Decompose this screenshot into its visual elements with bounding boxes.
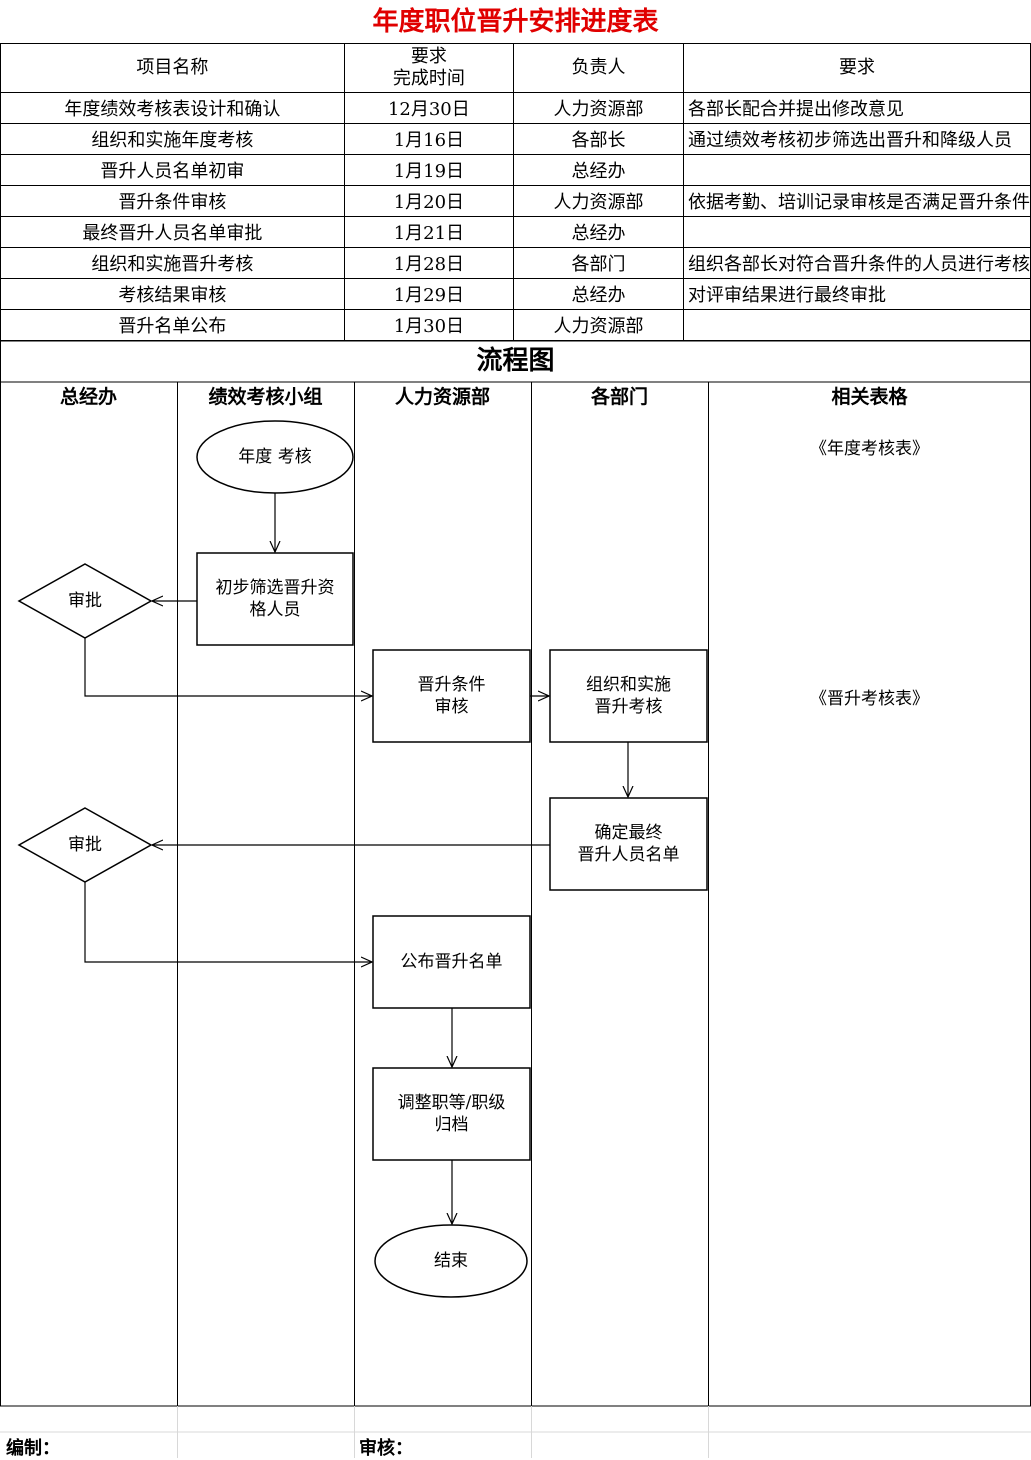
- screen-node-line2: 格人员: [249, 600, 301, 620]
- schedule-table: 项目名称 要求 完成时间 负责人 要求 年度绩效考核表设计和确认 12月30日 …: [0, 43, 1031, 341]
- table-row: 组织和实施年度考核 1月16日 各部长 通过绩效考核初步筛选出晋升和降级人员: [0, 123, 1031, 155]
- approve1-label: 审批: [68, 591, 102, 611]
- cell-owner: 人力资源部: [513, 92, 684, 124]
- cell-time: 1月21日: [343, 216, 515, 248]
- start-node-label: 年度 考核: [238, 447, 312, 467]
- cell-requirement: 对评审结果进行最终审批: [682, 278, 1031, 310]
- assess-node-line1: 组织和实施: [586, 675, 671, 695]
- adjust-node-line2: 归档: [434, 1115, 469, 1135]
- header-time: 要求 完成时间: [343, 43, 515, 93]
- screen-node-line1: 初步筛选晋升资: [215, 578, 335, 598]
- reviewed-by-label: 审核：: [359, 1438, 413, 1459]
- cell-time: 1月20日: [343, 185, 515, 217]
- confirm-node-line1: 确定最终: [594, 823, 663, 843]
- assess-node-line2: 晋升考核: [594, 697, 663, 717]
- arrow-approve2-to-publish: [84, 882, 372, 962]
- cell-project: 年度绩效考核表设计和确认: [0, 92, 345, 124]
- end-node-label: 结束: [434, 1251, 468, 1271]
- cell-time: 1月30日: [343, 309, 515, 341]
- cell-time: 1月29日: [343, 278, 515, 310]
- cell-owner: 人力资源部: [513, 309, 684, 341]
- header-time-line1: 要求: [410, 46, 447, 67]
- form-annual-review: 《年度考核表》: [810, 439, 929, 459]
- cell-requirement: [682, 309, 1031, 341]
- publish-box: [372, 915, 531, 1009]
- cell-owner: 总经办: [513, 216, 684, 248]
- table-row: 最终晋升人员名单审批 1月21日 总经办: [0, 216, 1031, 248]
- lane-header-departments: 各部门: [590, 386, 648, 408]
- condition-node-line2: 审核: [434, 697, 469, 717]
- cell-owner: 总经办: [513, 154, 684, 186]
- header-project: 项目名称: [0, 43, 345, 93]
- cell-time: 1月28日: [343, 247, 515, 279]
- cell-time: 12月30日: [343, 92, 515, 124]
- condition-node-label: 晋升条件 审核: [373, 650, 530, 742]
- table-row: 晋升名单公布 1月30日 人力资源部: [0, 309, 1031, 341]
- cell-requirement: 通过绩效考核初步筛选出晋升和降级人员: [682, 123, 1031, 155]
- adjust-node-line1: 调整职等/职级: [397, 1093, 506, 1113]
- table-row: 考核结果审核 1月29日 总经办 对评审结果进行最终审批: [0, 278, 1031, 310]
- adjust-box: [372, 1067, 531, 1161]
- page-title: 年度职位晋升安排进度表: [372, 7, 659, 37]
- cell-project: 组织和实施年度考核: [0, 123, 345, 155]
- table-row: 年度绩效考核表设计和确认 12月30日 人力资源部 各部长配合并提出修改意见: [0, 92, 1031, 124]
- screen-box: [196, 552, 354, 646]
- prepared-by-label: 编制：: [6, 1438, 60, 1459]
- assess-node-label: 组织和实施 晋升考核: [550, 650, 707, 742]
- adjust-node-label: 调整职等/职级 归档: [373, 1068, 530, 1160]
- cell-requirement: 组织各部长对符合晋升条件的人员进行考核: [682, 247, 1031, 279]
- flowchart-title: 流程图: [476, 346, 555, 376]
- confirm-node-label: 确定最终 晋升人员名单: [550, 798, 707, 890]
- lane-header-forms: 相关表格: [831, 386, 908, 408]
- end-ellipse: [374, 1224, 528, 1298]
- header-time-line2: 完成时间: [392, 68, 465, 89]
- approve2-label: 审批: [68, 835, 102, 855]
- condition-box: [372, 649, 531, 743]
- screen-node-label: 初步筛选晋升资 格人员: [197, 553, 353, 645]
- cell-project: 最终晋升人员名单审批: [0, 216, 345, 248]
- cell-project: 晋升条件审核: [0, 185, 345, 217]
- lane-header-performance-team: 绩效考核小组: [208, 386, 323, 408]
- cell-project: 考核结果审核: [0, 278, 345, 310]
- lane-header-general-office: 总经办: [59, 386, 117, 408]
- cell-project: 晋升名单公布: [0, 309, 345, 341]
- cell-requirement: 依据考勤、培训记录审核是否满足晋升条件: [682, 185, 1031, 217]
- arrow-approve1-to-condition: [84, 638, 372, 696]
- table-row: 组织和实施晋升考核 1月28日 各部门 组织各部长对符合晋升条件的人员进行考核: [0, 247, 1031, 279]
- table-row: 晋升条件审核 1月20日 人力资源部 依据考勤、培训记录审核是否满足晋升条件: [0, 185, 1031, 217]
- confirm-box: [549, 797, 708, 891]
- cell-project: 晋升人员名单初审: [0, 154, 345, 186]
- condition-node-line1: 晋升条件: [417, 675, 486, 695]
- table-header-row: 项目名称 要求 完成时间 负责人 要求: [0, 43, 1031, 93]
- publish-node-label: 公布晋升名单: [400, 952, 503, 972]
- header-requirement: 要求: [682, 43, 1031, 93]
- lane-header-hr: 人力资源部: [394, 386, 490, 408]
- form-promotion-review: 《晋升考核表》: [810, 689, 929, 709]
- confirm-node-line2: 晋升人员名单: [577, 845, 680, 865]
